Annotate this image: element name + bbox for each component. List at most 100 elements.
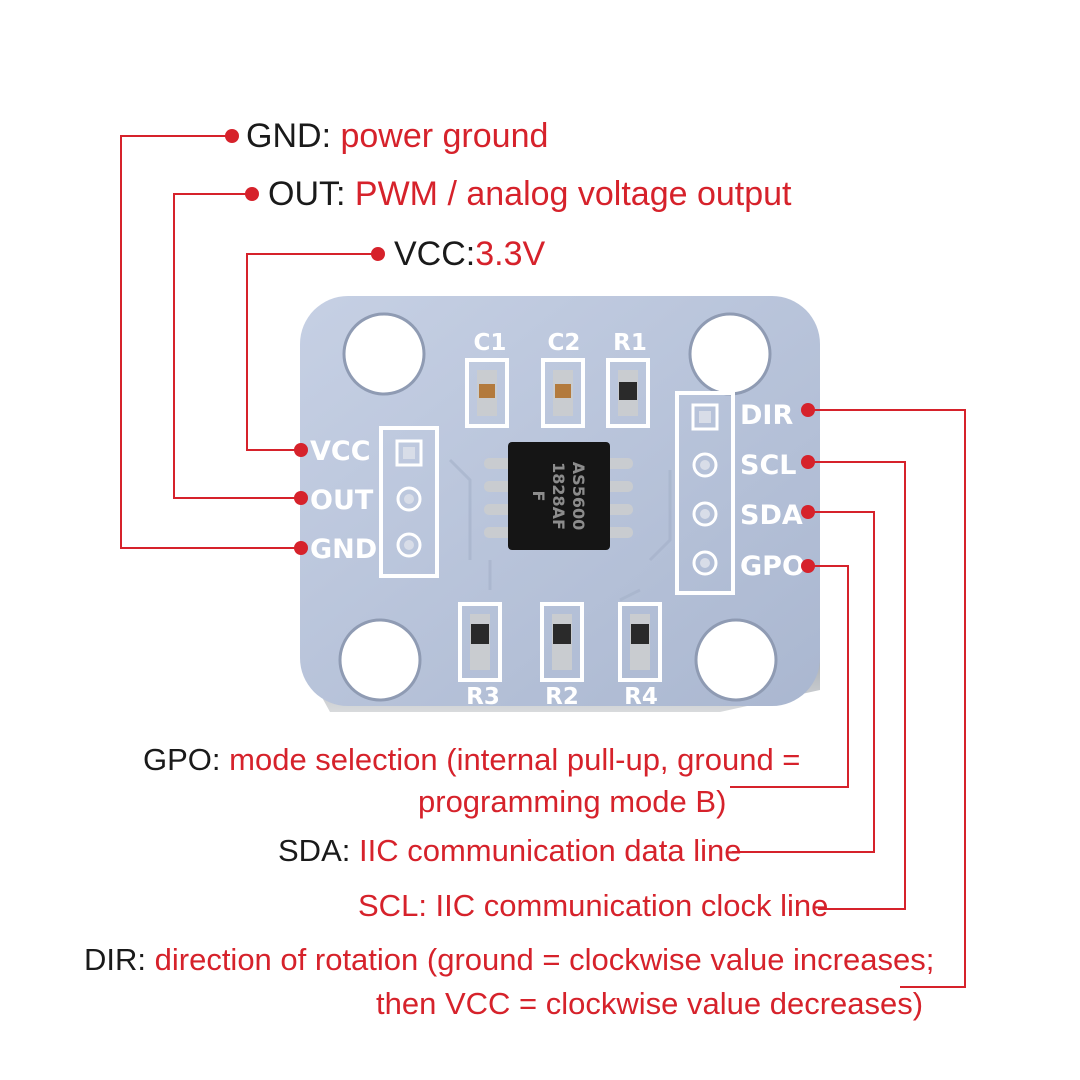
pad-gpo [692,550,718,576]
hole-top-left [342,312,426,396]
pad-sda [692,501,718,527]
callout-sda-pin: SDA [278,833,342,868]
dot-out-label [245,187,259,201]
silk-dir: DIR [740,400,793,431]
leader-vcc [246,253,378,451]
part-r1-resistor [619,382,637,400]
dot-vcc-pin [294,443,308,457]
callout-vcc-desc: 3.3V [475,235,546,273]
part-c2-cap [555,384,571,398]
callout-gpo-desc2: programming mode B) [418,784,727,819]
part-c1-cap [479,384,495,398]
callout-gnd-sep: : [321,117,341,155]
pad-gnd-hole [404,540,414,550]
pad-dir-hole [699,411,711,423]
silk-r2: R2 [545,684,579,710]
pin-silkscreen: VCC OUT GND DIR SCL SDA GPO [310,400,805,582]
callout-scl-pin: SCL [358,888,419,923]
silk-r3: R3 [466,684,500,710]
pad-out-hole [404,494,414,504]
dot-gnd-pin [294,541,308,555]
leader-out [173,193,300,499]
callout-gnd-desc: power ground [340,117,549,155]
dot-gpo-pin [801,559,815,573]
part-r3-outline [458,602,502,682]
dot-dir-pin [801,403,815,417]
dot-scl-pin [801,455,815,469]
pad-gnd [396,532,422,558]
callout-dir-desc: direction of rotation (ground = clockwis… [154,942,935,977]
part-c1-outline [465,358,509,428]
callout-out-pin: OUT [268,175,336,213]
silk-sda: SDA [740,500,803,531]
hole-top-right [688,312,772,396]
silk-vcc: VCC [310,436,371,467]
chip-body [508,442,610,550]
callout-vcc: VCC:3.3V [394,237,545,271]
callout-gpo-sep: : [211,742,230,777]
leader-scl [808,461,906,910]
part-r4-outline [618,602,662,682]
silk-gpo: GPO [740,551,805,582]
leader-sda [732,511,875,853]
part-c2-outline [541,358,585,428]
silk-c1: C1 [474,330,507,356]
callout-sda: SDA: IIC communication data line [278,835,742,866]
chip-pins [484,458,633,538]
callout-out: OUT: PWM / analog voltage output [268,177,792,211]
callout-dir: DIR: direction of rotation (ground = clo… [84,944,934,975]
silk-scl: SCL [740,450,796,481]
right-header-pads [691,403,719,576]
pad-sda-hole [700,509,710,519]
top-smd-parts [465,358,650,428]
pad-scl [692,452,718,478]
bottom-smd-parts [458,602,662,682]
dot-gnd-label [225,129,239,143]
pcb-board: AS5600 1828AF F C1 C2 R1 R3 R2 R4 VCC OU… [300,296,820,712]
callout-dir-desc2: then VCC = clockwise value decreases) [376,986,924,1021]
connection-dots [225,129,815,573]
pad-gpo-hole [700,558,710,568]
callout-dir-line2: then VCC = clockwise value decreases) [376,988,923,1019]
callout-vcc-sep: : [465,235,476,273]
leader-dir [808,409,966,988]
pad-dir [691,403,719,431]
dot-sda-pin [801,505,815,519]
callout-gpo-pin: GPO [143,742,212,777]
callout-gnd-pin: GND [246,117,322,155]
left-header-pads [395,439,423,558]
silk-out: OUT [310,485,374,516]
silkscreen-labels: C1 C2 R1 R3 R2 R4 [466,330,658,710]
leader-gnd [120,135,300,549]
left-header-outline [379,426,439,578]
part-r3-resistor [471,624,489,644]
pad-scl-hole [700,460,710,470]
leader-lines [120,135,966,988]
part-r2-resistor [553,624,571,644]
callout-out-sep: : [336,175,355,213]
right-header-outline [675,391,735,595]
mounting-holes [338,312,778,702]
callout-dir-sep: : [137,942,155,977]
callout-gpo-desc: mode selection (internal pull-up, ground… [229,742,801,777]
callout-vcc-pin: VCC [394,235,466,273]
chip-line-2: 1828AF [549,462,568,530]
chip-marking: AS5600 1828AF F [529,462,588,530]
dot-vcc-label [371,247,385,261]
chip-line-3: F [529,491,548,502]
chip-line-1: AS5600 [569,462,588,530]
silk-r1: R1 [613,330,647,356]
silk-c2: C2 [548,330,581,356]
pad-out [396,486,422,512]
hole-bottom-left [338,618,422,702]
callout-gpo: GPO: mode selection (internal pull-up, g… [143,744,800,775]
silk-r4: R4 [624,684,658,710]
callout-dir-pin: DIR [84,942,138,977]
dot-out-pin [294,491,308,505]
callout-gnd: GND: power ground [246,119,548,153]
as5600-chip: AS5600 1828AF F [484,442,633,550]
part-r4-resistor [631,624,649,644]
leader-gpo [730,565,849,788]
callout-scl-desc: IIC communication clock line [435,888,829,923]
